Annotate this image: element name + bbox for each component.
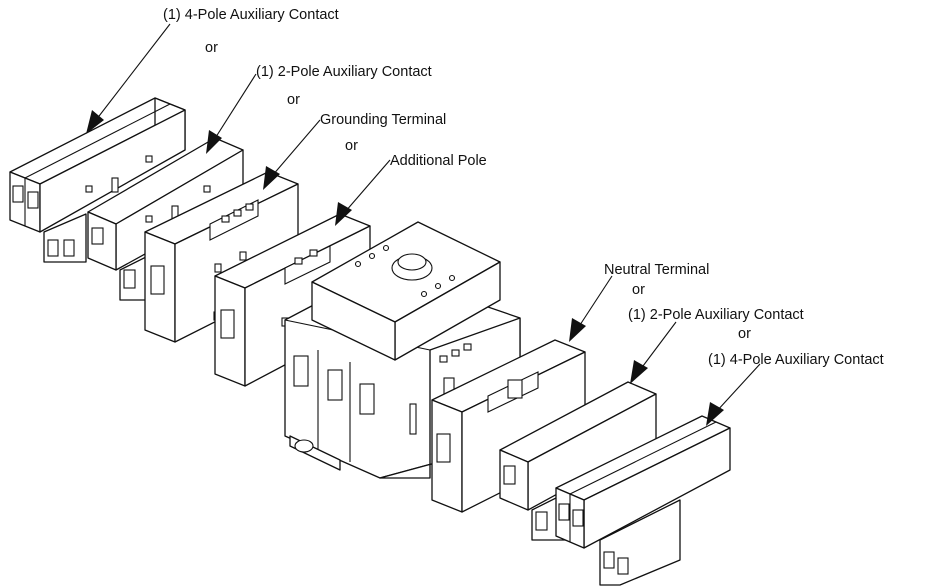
grounding-terminal-block [144, 171, 299, 343]
label-right-aux2: (1) 2-Pole Auxiliary Contact [628, 307, 804, 323]
leader-left-aux4 [86, 23, 171, 134]
label-right-or-1: or [632, 282, 645, 298]
label-left-aux2: (1) 2-Pole Auxiliary Contact [256, 64, 432, 80]
label-right-aux4: (1) 4-Pole Auxiliary Contact [708, 352, 884, 368]
label-left-or-2: or [287, 92, 300, 108]
additional-pole-block [214, 213, 371, 387]
leader-additional-pole [335, 159, 391, 226]
label-grounding-terminal: Grounding Terminal [320, 112, 446, 128]
leader-neutral [569, 275, 613, 342]
label-additional-pole: Additional Pole [390, 153, 487, 169]
leader-right-aux4 [706, 363, 761, 426]
label-neutral-terminal: Neutral Terminal [604, 262, 709, 278]
leader-grounding [263, 119, 321, 190]
leader-right-aux2 [630, 321, 677, 384]
leader-left-aux2 [206, 73, 257, 154]
right-4-pole-aux-contact [555, 415, 731, 586]
label-left-aux4: (1) 4-Pole Auxiliary Contact [163, 7, 339, 23]
neutral-terminal-block [431, 339, 586, 513]
label-left-or-1: or [205, 40, 218, 56]
label-right-or-2: or [738, 326, 751, 342]
label-left-or-3: or [345, 138, 358, 154]
left-4-pole-aux-contact [9, 97, 186, 263]
